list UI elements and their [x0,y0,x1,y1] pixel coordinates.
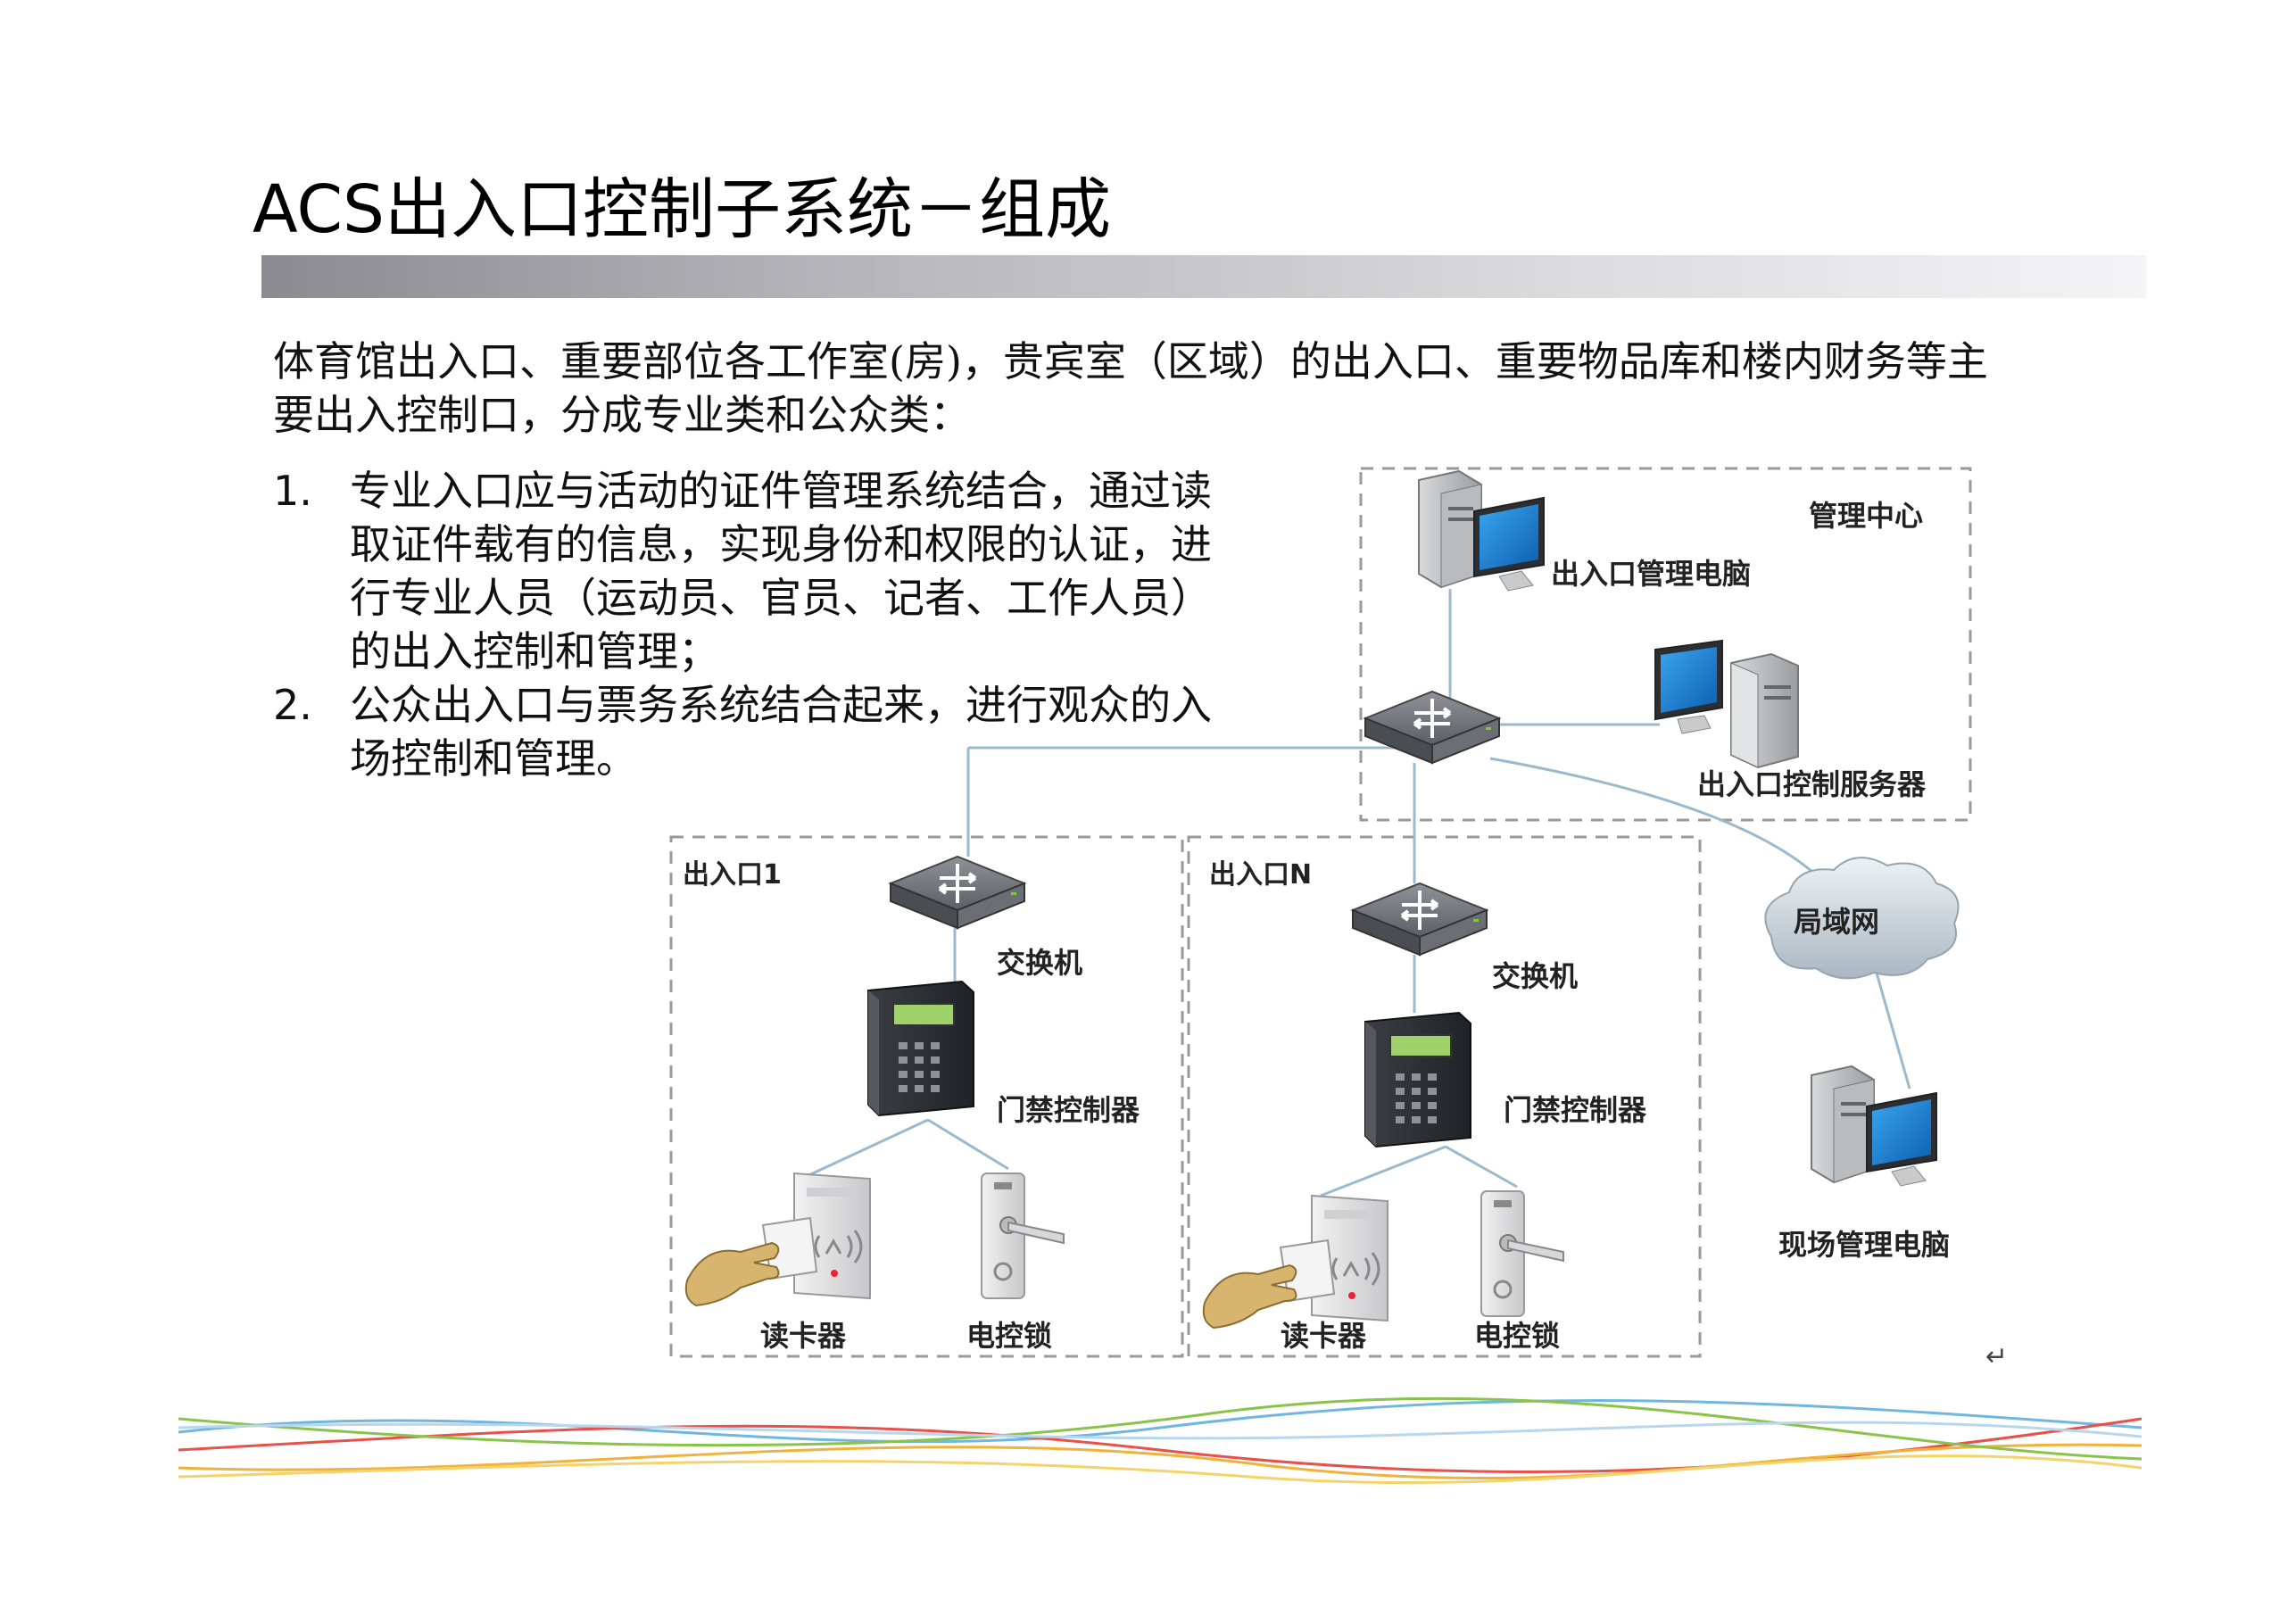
label-controller-n: 门禁控制器 [1504,1093,1647,1127]
label-electric-lock-1: 电控锁 [966,1319,1052,1353]
list-number: 2. [273,681,312,729]
label-mgmt-center: 管理中心 [1809,499,1923,533]
label-control-server: 出入口控制服务器 [1697,767,1927,801]
label-card-reader-1: 读卡器 [760,1319,847,1353]
page-title: ACS出入口控制子系统－组成 [253,171,1111,248]
label-entrance-1: 出入口1 [683,859,782,891]
entrance-n-zone [1187,835,1702,1358]
label-controller-1: 门禁控制器 [997,1093,1140,1127]
numbered-list: 1. 专业入口应与活动的证件管理系统结合，通过读取证件载有的信息，实现身份和权限… [273,464,1246,785]
field-pc-icon [1811,1065,1937,1187]
entrance-1-zone [669,835,1184,1358]
electric-lock-n-icon [1480,1189,1565,1318]
label-field-pc: 现场管理电脑 [1778,1228,1950,1262]
controller-1-icon [867,981,974,1116]
list-item: 1. 专业入口应与活动的证件管理系统结合，通过读取证件载有的信息，实现身份和权限… [273,464,1246,678]
control-server-icon [1654,640,1799,768]
list-number: 1. [273,467,312,515]
label-entrance-n: 出入口N [1209,859,1312,891]
list-item: 2. 公众出入口与票务系统结合起来，进行观众的入场控制和管理。 [273,678,1246,785]
intro-paragraph: 体育馆出入口、重要部位各工作室(房)，贵宾室（区域）的出入口、重要物品库和楼内财… [273,337,1988,439]
decorative-waves [178,1396,2143,1485]
mgmt-center-zone [1359,467,1972,822]
switch-n-icon [1351,882,1488,957]
card-reader-1-icon [684,1172,872,1307]
switch-1-icon [889,855,1026,930]
lan-cloud-icon [1764,857,1960,980]
label-mgmt-pc: 出入口管理电脑 [1551,557,1751,591]
label-lan: 局域网 [1794,905,1879,939]
label-electric-lock-n: 电控锁 [1474,1319,1560,1353]
list-text: 公众出入口与票务系统结合起来，进行观众的入场控制和管理。 [350,681,1212,783]
controller-n-icon [1364,1012,1471,1148]
label-card-reader-n: 读卡器 [1281,1319,1367,1353]
mgmt-pc-icon [1418,470,1545,592]
card-reader-n-icon [1202,1194,1389,1330]
label-switch-1: 交换机 [997,946,1082,980]
title-underline-bar [261,255,2146,298]
list-text: 专业入口应与活动的证件管理系统结合，通过读取证件载有的信息，实现身份和权限的认证… [350,467,1212,675]
label-switch-n: 交换机 [1492,959,1578,993]
return-mark: ↵ [1985,1341,2008,1372]
electric-lock-1-icon [980,1172,1065,1300]
core-switch-icon [1364,690,1501,765]
network-links [802,589,1911,1197]
